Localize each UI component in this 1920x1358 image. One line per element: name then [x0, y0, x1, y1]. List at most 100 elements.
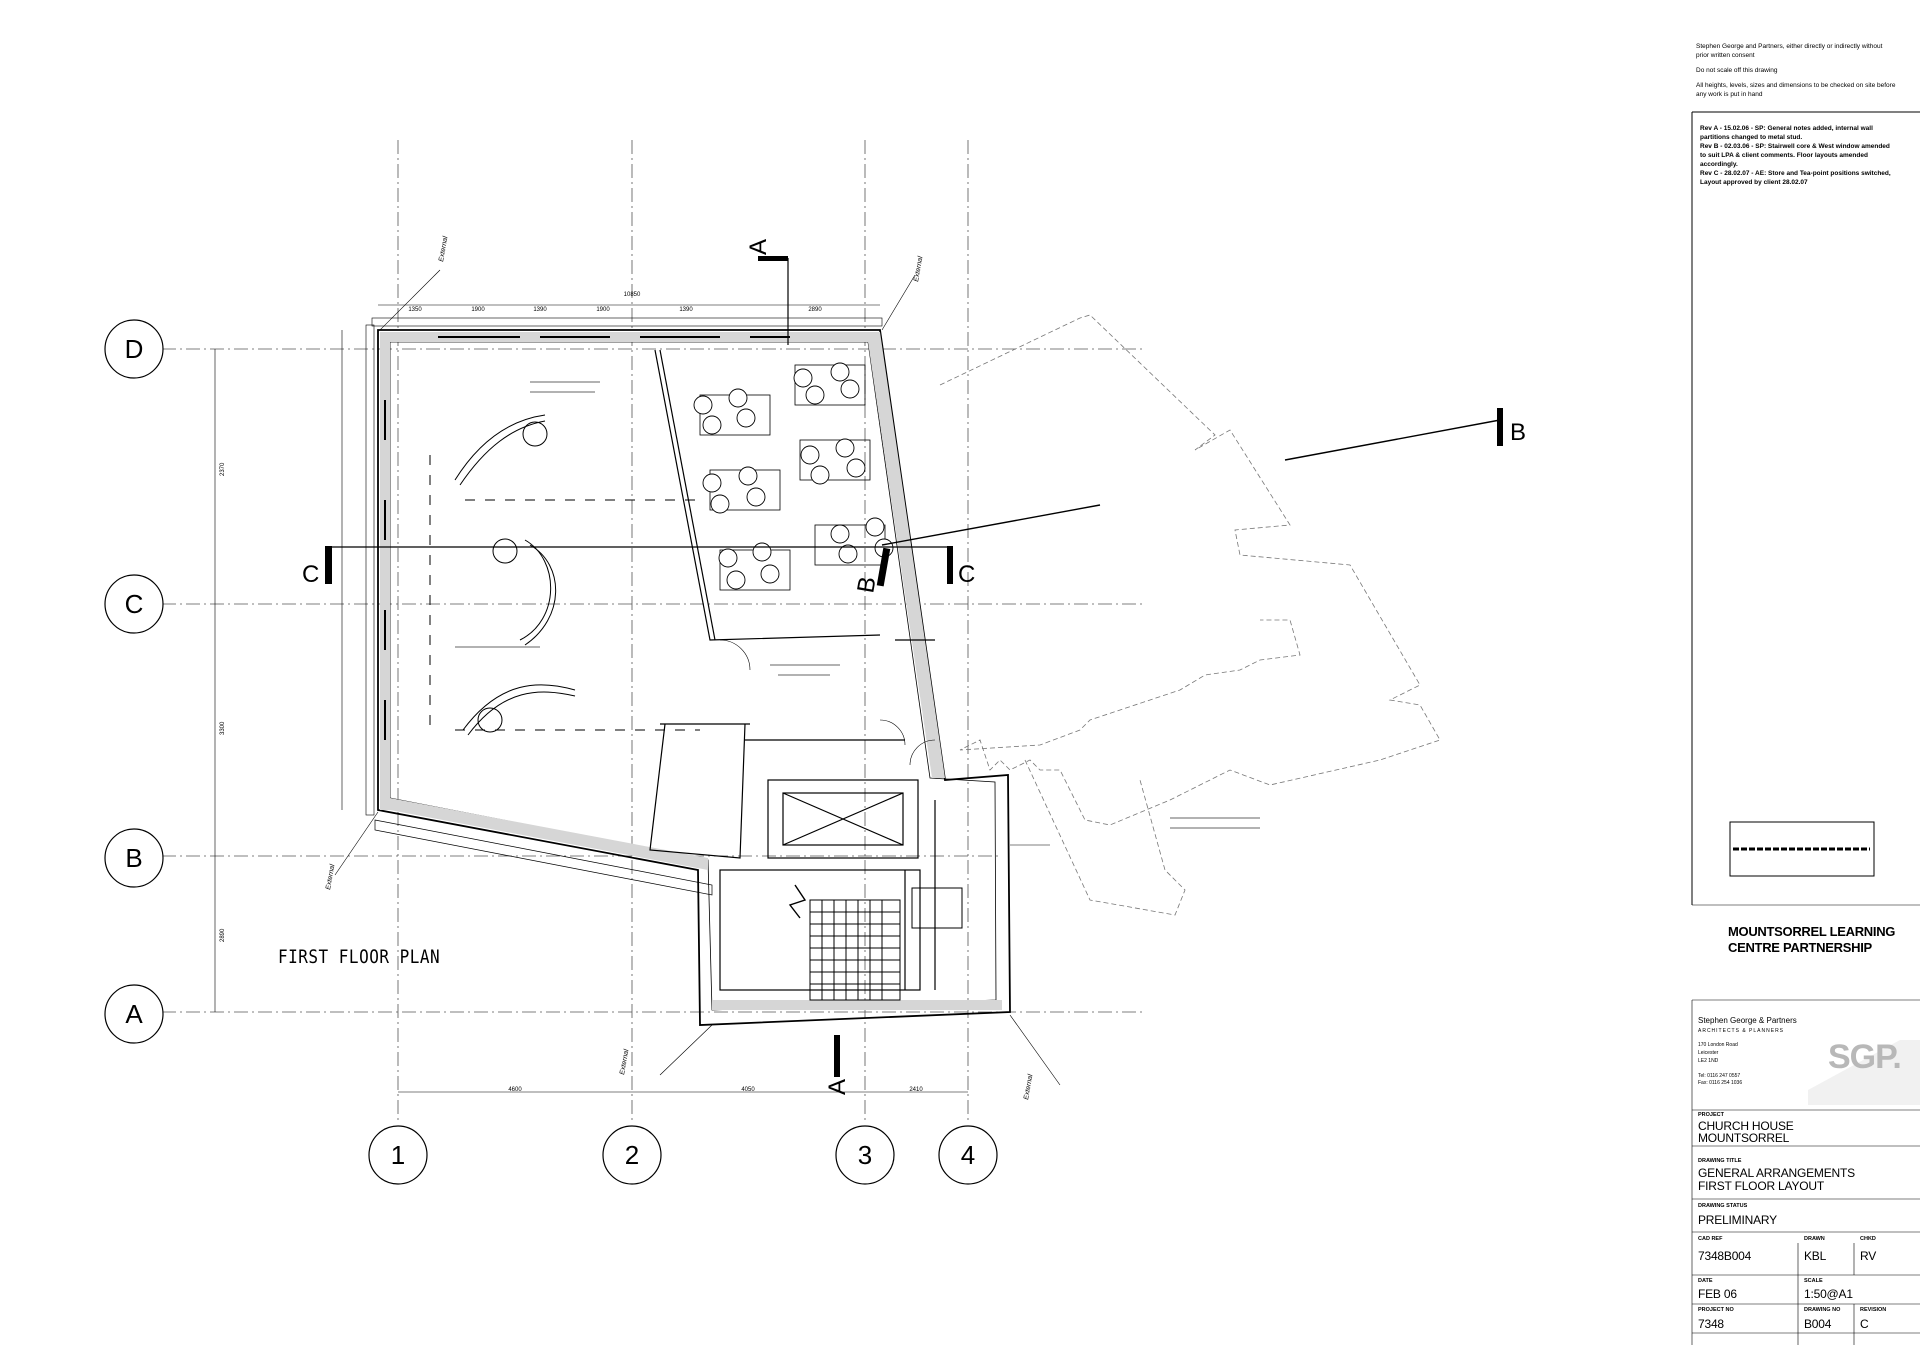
grid-label-d: D [125, 334, 144, 364]
grid-bubble-c [104, 574, 164, 634]
section-label-c-left: C [302, 561, 319, 588]
firm-fax: Fax: 0116 254 1036 [1698, 1080, 1743, 1086]
project-line-1: CHURCH HOUSE [1698, 1119, 1794, 1133]
grid-label-c: C [125, 589, 144, 619]
dim-bottom-3: 2410 [909, 1087, 923, 1093]
grid-bubbles [104, 319, 998, 1185]
drawing-title-label: DRAWING TITLE [1698, 1158, 1742, 1164]
project-label: PROJECT [1698, 1112, 1724, 1118]
firm-subtitle: ARCHITECTS & PLANNERS [1698, 1028, 1785, 1034]
project-line-2: MOUNTSORREL [1698, 1131, 1790, 1145]
grid-bubble-a [104, 984, 164, 1044]
drawn-label: DRAWN [1804, 1236, 1825, 1242]
status-value: PRELIMINARY [1698, 1213, 1777, 1227]
drawing-title-line-2: FIRST FLOOR LAYOUT [1698, 1179, 1824, 1193]
general-notes: Stephen George and Partners, either dire… [1696, 42, 1896, 105]
drawing-title-line-1: GENERAL ARRANGEMENTS [1698, 1166, 1855, 1180]
date-value: FEB 06 [1698, 1287, 1737, 1301]
dim-top-4: 1900 [596, 307, 610, 313]
dim-bottom-2: 4050 [741, 1087, 755, 1093]
firm-name: Stephen George & Partners ARCHITECTS & P… [1698, 1016, 1797, 1036]
dim-left-2: 3300 [220, 721, 226, 735]
structural-grid [162, 140, 1145, 1120]
firm-contact: Tel: 0116 247 0557 Fax: 0116 254 1036 [1698, 1073, 1742, 1087]
section-label-b-left: B [852, 575, 881, 595]
dim-left-3: 2890 [220, 928, 226, 942]
project-no-value: 7348 [1698, 1317, 1724, 1331]
client-line-1: MOUNTSORREL LEARNING [1728, 924, 1896, 939]
address-line-3: LE2 1ND [1698, 1058, 1719, 1064]
dim-top-5: 1390 [679, 307, 693, 313]
adjacent-building-outline [939, 314, 1441, 826]
grid-label-3: 3 [858, 1140, 872, 1170]
dim-left-1: 2370 [220, 462, 226, 476]
dim-top-total: 10850 [624, 292, 641, 298]
scale-label: SCALE [1804, 1278, 1823, 1284]
grid-bubble-4 [938, 1125, 998, 1185]
grid-bubble-d [104, 319, 164, 379]
external-marker-4: External [619, 1048, 630, 1075]
drawing-no-label: DRAWING NO [1804, 1307, 1841, 1313]
drawn-value: KBL [1804, 1249, 1827, 1263]
revision-value: C [1860, 1317, 1869, 1331]
grid-bubble-b [104, 828, 164, 888]
note-1: Stephen George and Partners, either dire… [1696, 43, 1883, 59]
address-line-1: 170 London Road [1698, 1042, 1738, 1048]
section-label-c-right: C [958, 561, 975, 588]
stair [788, 884, 963, 1001]
annotation-marks [455, 381, 1260, 829]
grid-label-2: 2 [625, 1140, 639, 1170]
level-marker-leaders [334, 269, 1061, 1086]
grid-label-b: B [125, 843, 142, 873]
client-name: MOUNTSORREL LEARNING CENTRE PARTNERSHIP [1728, 924, 1895, 956]
revision-b: Rev B - 02.03.06 - SP: Stairwell core & … [1700, 143, 1890, 168]
section-label-a-bottom: A [824, 1079, 851, 1095]
external-marker-5: External [1023, 1073, 1034, 1100]
cad-ref-value: 7348B004 [1698, 1249, 1752, 1263]
firm-tel: Tel: 0116 247 0557 [1698, 1073, 1741, 1079]
windows [384, 336, 790, 740]
project-no-label: PROJECT NO [1698, 1307, 1734, 1313]
revision-label: REVISION [1860, 1307, 1887, 1313]
cad-ref-label: CAD REF [1698, 1236, 1723, 1242]
firm-title: Stephen George & Partners [1698, 1016, 1797, 1025]
address-line-2: Leicester [1698, 1050, 1719, 1056]
revision-c: Rev C - 28.02.07 - AE: Store and Tea-poi… [1700, 170, 1891, 186]
firm-address: 170 London Road Leicester LE2 1ND [1698, 1041, 1738, 1065]
grid-label-4: 4 [961, 1140, 975, 1170]
dashed-guides [429, 455, 700, 731]
building-walls [365, 317, 1011, 1026]
grid-bubble-2 [602, 1125, 662, 1185]
office-chairs [693, 362, 894, 590]
grid-label-a: A [125, 999, 143, 1029]
dim-top-3: 1390 [533, 307, 547, 313]
dim-bottom-1: 4600 [508, 1087, 522, 1093]
external-marker-3: External [325, 863, 336, 890]
grid-bubble-3 [835, 1125, 895, 1185]
client-line-2: CENTRE PARTNERSHIP [1728, 940, 1872, 955]
scale-value: 1:50@A1 [1804, 1287, 1853, 1301]
grid-label-1: 1 [391, 1140, 405, 1170]
section-label-b-right: B [1510, 419, 1526, 446]
note-3: All heights, levels, sizes and dimension… [1696, 82, 1896, 98]
checked-label: CHKD [1860, 1236, 1876, 1242]
revision-a: Rev A - 15.02.06 - SP: General notes add… [1700, 125, 1873, 141]
title-block-frame [1691, 111, 1920, 1345]
checked-value: RV [1860, 1249, 1877, 1263]
dim-top-6: 2890 [808, 307, 822, 313]
external-marker-2: External [913, 255, 924, 282]
note-2: Do not scale off this drawing [1696, 67, 1778, 74]
interior-partitions [649, 349, 936, 991]
revision-list: Rev A - 15.02.06 - SP: General notes add… [1700, 124, 1896, 187]
section-label-a-top: A [745, 239, 772, 255]
date-label: DATE [1698, 1278, 1713, 1284]
section-lines [325, 256, 1503, 1077]
dim-top-2: 1900 [471, 307, 485, 313]
grid-bubble-1 [368, 1125, 428, 1185]
reception-features [454, 414, 576, 736]
dim-top-1: 1350 [408, 307, 422, 313]
drawing-no-value: B004 [1804, 1317, 1832, 1331]
firm-logo: SGP. [1828, 1038, 1902, 1076]
external-marker-1: External [438, 235, 449, 262]
